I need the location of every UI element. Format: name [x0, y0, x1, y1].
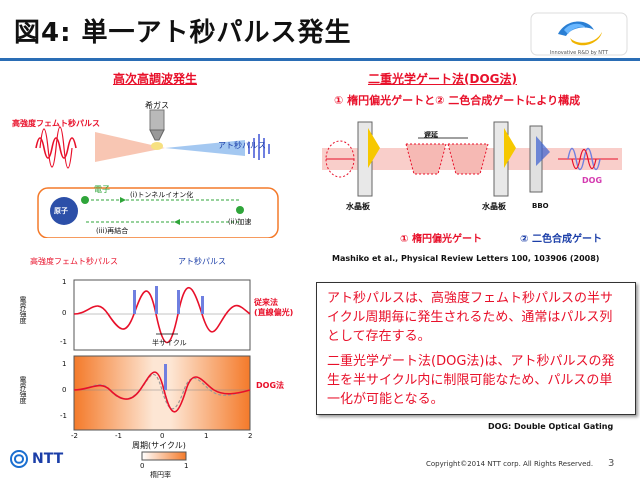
x-tick-1: 1: [204, 432, 209, 440]
dog-method-label: DOG法: [256, 381, 285, 390]
colorbar-label: 楕円率: [150, 471, 171, 479]
fs-pulse-label: 高強度フェムト秒パルス: [12, 119, 100, 128]
explanation-box: アト秒パルスは、高強度フェムト秒パルスの半サイクル周期毎に発生されるため、通常は…: [316, 282, 636, 415]
ntt-wordmark: NTT: [32, 451, 64, 467]
top-y-tick-0: 0: [62, 309, 67, 317]
gate2-label: ② 二色合成ゲート: [520, 234, 602, 245]
half-cycle-label: 半サイクル: [152, 339, 187, 347]
atom-label: 原子: [54, 207, 68, 215]
step-acceleration: (ii)加速: [228, 218, 252, 226]
step-tunnel-ionization: (i)トンネルイオン化: [130, 191, 194, 199]
slide-title: 図4: 単一アト秒パルス発生: [14, 18, 352, 48]
dog-definition: DOG: Double Optical Gating: [488, 422, 614, 431]
gate1-label: ① 楕円偏光ゲート: [400, 234, 482, 245]
dog-setup-illustration: [322, 121, 622, 197]
bbo-label: BBO: [532, 202, 549, 210]
conventional-label: 従来法 (直線偏光): [254, 298, 294, 317]
harmonic-beam: [165, 140, 245, 156]
step-recombination: (iii)再結合: [96, 227, 129, 235]
fs-pulse-wave: [35, 137, 77, 159]
top-y-label: 電界強度: [19, 296, 27, 324]
colorbar-tick-0: 0: [140, 462, 145, 470]
noble-gas-label: 希ガス: [145, 101, 169, 110]
colorbar-tick-1: 1: [184, 462, 189, 470]
bottom-y-label: 電界強度: [19, 376, 27, 404]
x-tick-neg2: -2: [71, 432, 78, 440]
dog-section-title: 二重光学ゲート法(DOG法): [368, 72, 517, 86]
top-y-tick-neg1: -1: [60, 338, 67, 346]
hhg-section-title: 高次高調波発生: [113, 72, 198, 86]
process-box: [37, 187, 279, 238]
field-plots: [73, 279, 251, 461]
bottom-y-tick-1: 1: [62, 360, 67, 368]
logo-caption: Innovative R&D by NTT: [549, 50, 609, 56]
ntt-logo-icon: [10, 450, 28, 468]
explanation-para-1: アト秒パルスは、高強度フェムト秒パルスの半サイクル周期毎に発生されるため、通常は…: [327, 291, 614, 344]
single-atto-pulse: [164, 364, 167, 390]
laser-beam: [95, 132, 165, 162]
copyright-text: Copyright©2014 NTT corp. All Rights Rese…: [426, 460, 594, 468]
explanation-para-2: 二重光学ゲート法(DOG法)は、アト秒パルスの発生を半サイクル内に制限可能なため…: [327, 354, 615, 407]
dog-output-label: DOG: [582, 176, 603, 185]
x-tick-0: 0: [160, 432, 165, 440]
x-tick-2: 2: [248, 432, 253, 440]
title-rule: [0, 58, 640, 61]
page-number: 3: [608, 458, 615, 469]
ntt-rd-logo: [530, 12, 628, 56]
quartz-right-label: 水晶板: [482, 202, 506, 211]
quartz-left-label: 水晶板: [346, 202, 370, 211]
ellipticity-colorbar: [141, 451, 187, 461]
gas-nozzle: [149, 109, 165, 131]
top-plot-frame: [73, 279, 251, 351]
electron-label: 電子: [94, 185, 110, 194]
reference-citation: Mashiko et al., Physical Review Letters …: [332, 254, 600, 263]
atom-circle: [50, 197, 78, 225]
x-axis-label: 周期(サイクル): [132, 441, 186, 450]
hhg-illustration: [35, 109, 279, 238]
plot-fs-label: 高強度フェムト秒パルス: [30, 257, 118, 266]
plot-atto-label: アト秒パルス: [178, 257, 226, 266]
bottom-y-tick-neg1: -1: [60, 412, 67, 420]
top-y-tick-1: 1: [62, 278, 67, 286]
atto-pulse-label-top: アト秒パルス: [218, 141, 266, 150]
x-tick-neg1: -1: [115, 432, 122, 440]
bottom-y-tick-0: 0: [62, 386, 67, 394]
conventional-field-curve: [73, 287, 251, 344]
delay-label: 遅延: [424, 131, 438, 139]
dog-subtitle: ① 楕円偏光ゲートと② 二色合成ゲートにより構成: [334, 94, 581, 107]
